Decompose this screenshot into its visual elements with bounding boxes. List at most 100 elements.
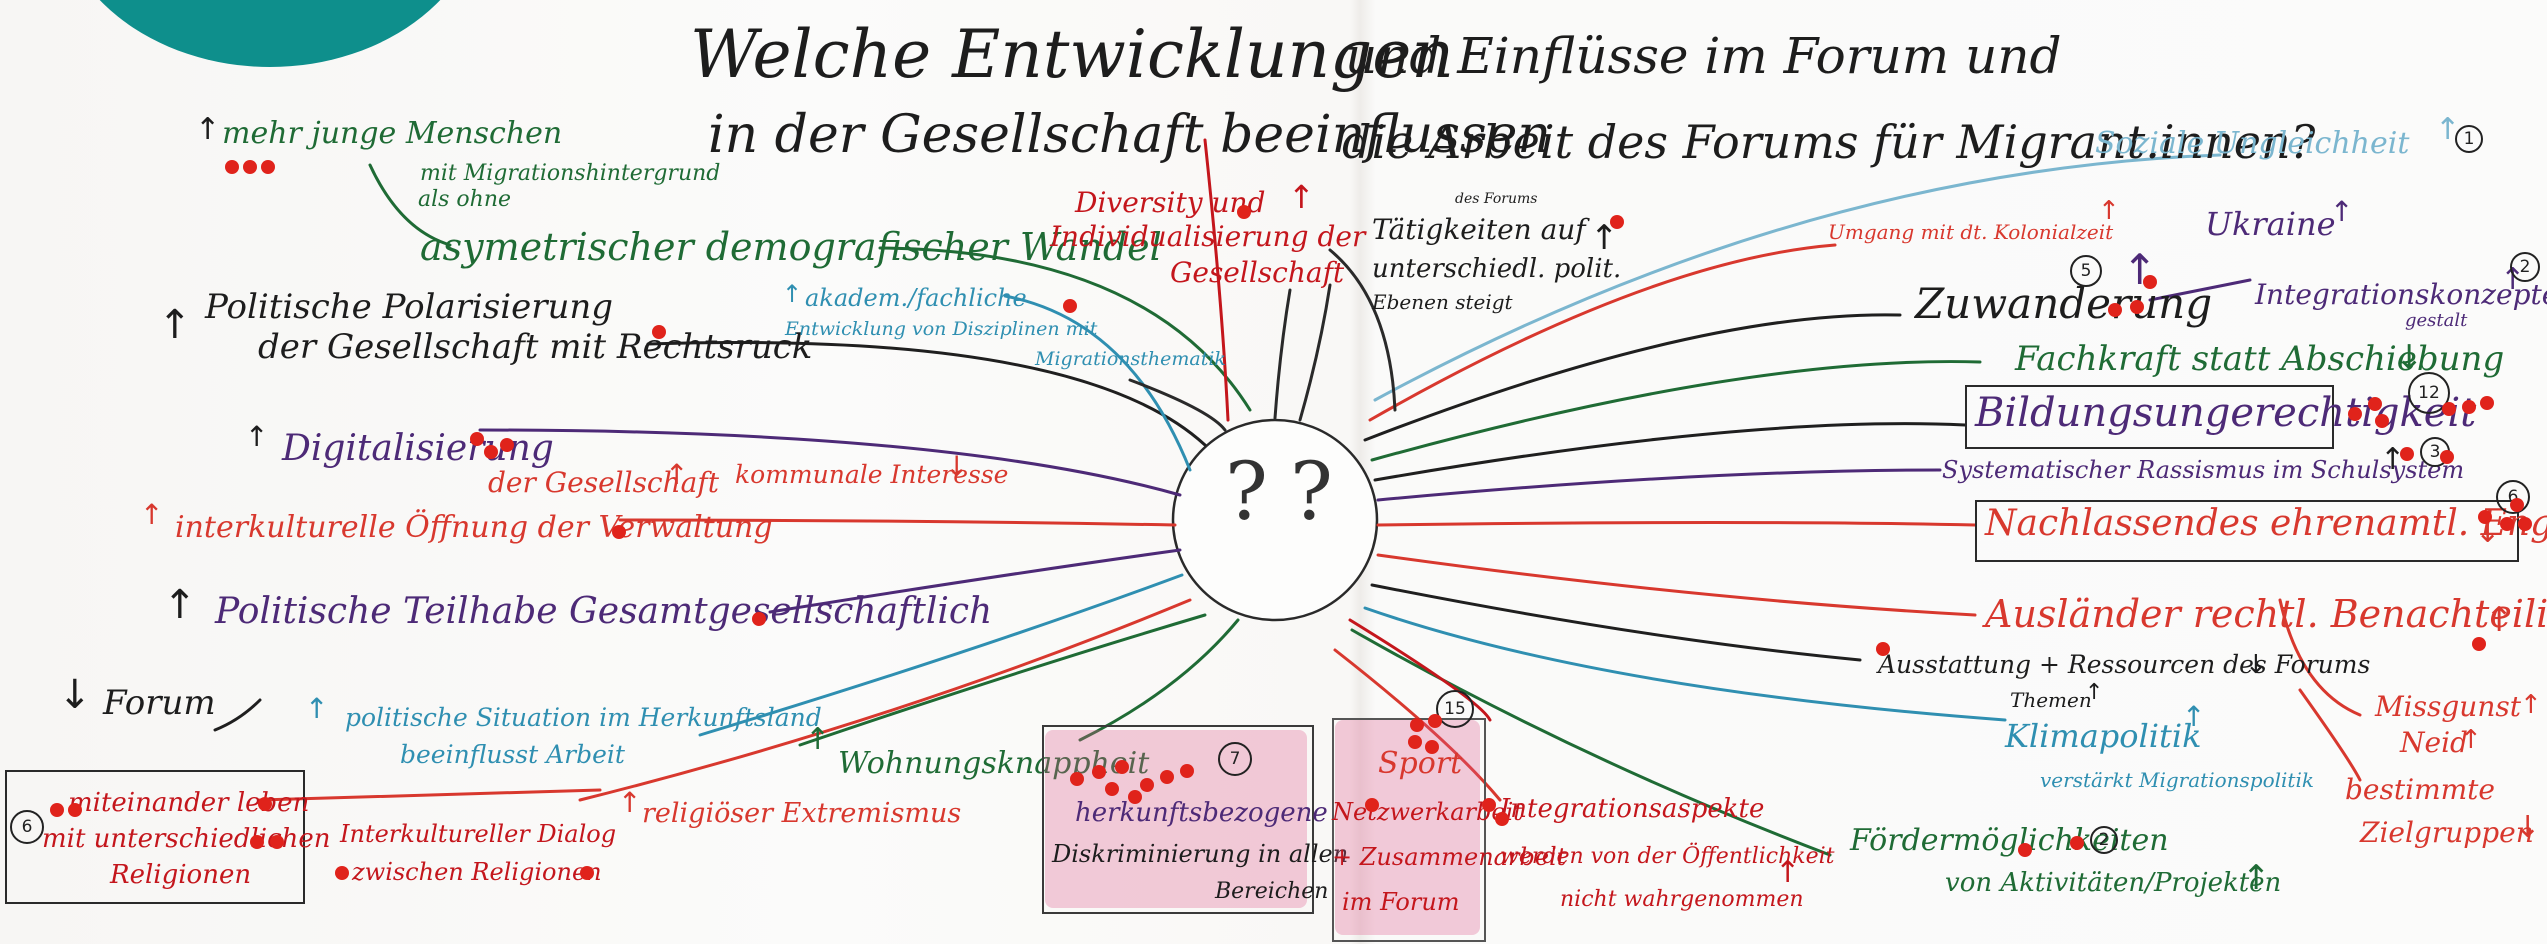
up-arrow-icon: ↑ (782, 280, 803, 308)
voting-dot-icon (1410, 718, 1424, 732)
ukraine: Ukraine (2205, 205, 2336, 243)
header-line1-left: Welche Entwicklungen (690, 16, 1454, 93)
voting-dot-icon (225, 160, 239, 174)
kommunale-interesse: kommunale Interesse (735, 460, 1009, 489)
miteinander-line3: Religionen (110, 860, 252, 890)
count-badge-12: 12 (2408, 372, 2450, 414)
teal-logo-shape (99, 0, 441, 67)
voting-dot-icon (2500, 517, 2514, 531)
bildung-box (1965, 385, 2334, 449)
count-badge-15: 15 (1436, 690, 1474, 728)
miteinander-line2: mit unterschiedlichen (42, 824, 331, 854)
voting-dot-icon (1482, 798, 1496, 812)
count-badge-6-right: 6 (2496, 480, 2530, 514)
fachkraft: Fachkraft statt Abschiebung (2015, 339, 2505, 379)
politische-situation-line2: beeinflusst Arbeit (400, 740, 625, 769)
voting-dot-icon (1160, 770, 1174, 784)
bestimmte-line2: Zielgruppen (2360, 816, 2534, 849)
herkunft-line1: herkunftsbezogene (1075, 798, 1328, 828)
count-badge-2: 2 (2510, 252, 2540, 282)
header-line1-right: und Einflüsse im Forum und (1345, 27, 2062, 85)
soziale-ungleichheit: Soziale Ungleichheit (2095, 126, 2410, 161)
up-arrow-icon: ↑ (2330, 195, 2354, 228)
voting-dot-icon (1092, 765, 1106, 779)
der-gesellschaft: der Gesellschaft (488, 466, 719, 499)
center-circle (1171, 418, 1379, 622)
herkunft-box (1042, 725, 1314, 914)
taetigkeiten-line1: Tätigkeiten auf (1372, 213, 1586, 246)
up-arrow-icon: ↑ (2085, 680, 2104, 705)
voting-dot-icon (580, 866, 594, 880)
voting-dot-icon (2480, 396, 2494, 410)
voting-dot-icon (2108, 303, 2122, 317)
polarisierung-line1: Politische Polarisierung (205, 287, 614, 327)
voting-dot-icon (2375, 414, 2389, 428)
voting-dot-icon (2400, 447, 2414, 461)
count-badge-5: 5 (2070, 255, 2102, 287)
ausstattung: Ausstattung + Ressourcen des Forums (1878, 650, 2371, 679)
interkulturelle-oeffnung: interkulturelle Öffnung der Verwaltung (175, 510, 773, 545)
demografischer-wandel: asymetrischer demografischer Wandel (420, 225, 1162, 269)
voting-dot-icon (2070, 836, 2084, 850)
zusammenarbeit-line1: + Zusammenarbeit (1332, 843, 1567, 871)
diversity-line2: Individualisierung der (1050, 220, 1366, 253)
voting-dot-icon (1495, 812, 1509, 826)
up-arrow-icon: ↑ (2520, 690, 2542, 720)
voting-dot-icon (652, 325, 666, 339)
ehrenamt: Nachlassendes ehrenamtl. Engagement (1985, 503, 2547, 544)
polarisierung-line2: der Gesellschaft mit Rechtsruck (258, 327, 813, 367)
voting-dot-icon (1425, 740, 1439, 754)
voting-dot-icon (2462, 400, 2476, 414)
up-arrow-icon: ↑ (805, 722, 831, 757)
voting-dot-icon (261, 160, 275, 174)
mit-migrationshintergrund: mit Migrationshintergrund (420, 161, 721, 186)
sport-highlight (1335, 720, 1480, 935)
diversity-line3: Gesellschaft (1170, 256, 1345, 289)
count-badge-7: 7 (1218, 742, 1252, 776)
voting-dot-icon (2510, 498, 2524, 512)
miteinander-leben-box (5, 770, 305, 904)
taetigkeiten-line3: Ebenen steigt (1372, 290, 1513, 314)
integration-line1: Integrationsaspekte (1500, 794, 1765, 824)
interkultureller-dialog-line1: Interkultureller Dialog (340, 820, 617, 848)
herkunft-highlight (1045, 730, 1307, 908)
voting-dot-icon (500, 438, 514, 452)
als-ohne: als ohne (418, 187, 512, 212)
voting-dot-icon (258, 797, 272, 811)
taetigkeiten-sup: des Forums (1455, 191, 1538, 207)
kolonialzeit: Umgang mit dt. Kolonialzeit (1828, 220, 2114, 244)
voting-dot-icon (2518, 517, 2532, 531)
voting-dot-icon (2442, 402, 2456, 416)
voting-dot-icon (1140, 778, 1154, 792)
mehr-junge-menschen: mehr junge Menschen (222, 116, 563, 151)
header-line2-left: in der Gesellschaft beeinflussen (708, 105, 1551, 165)
voting-dot-icon (1063, 299, 1077, 313)
up-arrow-icon: ↑ (245, 420, 269, 453)
voting-dot-icon (2348, 407, 2362, 421)
up-arrow-icon: ↑ (305, 692, 329, 725)
verstaerkt-migrationspolitik: verstärkt Migrationspolitik (2040, 768, 2314, 792)
down-arrow-icon: ↓ (2515, 810, 2541, 845)
voting-dot-icon (1876, 642, 1890, 656)
center-question-right: ? (1290, 445, 1333, 538)
zuwanderung: Zuwanderung (1915, 279, 2213, 328)
integration-line3: nicht wahrgenommen (1560, 887, 1804, 912)
voting-dot-icon (1128, 790, 1142, 804)
sport: Sport (1378, 746, 1463, 781)
voting-dot-icon (1180, 764, 1194, 778)
voting-dot-icon (2143, 275, 2157, 289)
religioeser-extremismus: religiöser Extremismus (642, 798, 962, 829)
interkultureller-dialog-line2: zwischen Religionen (352, 858, 602, 886)
voting-dot-icon (2368, 397, 2382, 411)
up-arrow-icon: ↑ (158, 302, 192, 348)
voting-dot-icon (2130, 300, 2144, 314)
neid: Neid (2400, 726, 2468, 759)
ehrenamt-box (1975, 500, 2519, 562)
up-arrow-icon: ↑ (2098, 196, 2120, 226)
voting-dot-icon (1610, 215, 1624, 229)
voting-dot-icon (752, 612, 766, 626)
up-arrow-icon: ↑ (1288, 178, 1315, 216)
akademisch-line1: akadem./fachliche (805, 284, 1027, 312)
up-arrow-icon: ↑ (2485, 600, 2514, 640)
voting-dot-icon (1365, 798, 1379, 812)
